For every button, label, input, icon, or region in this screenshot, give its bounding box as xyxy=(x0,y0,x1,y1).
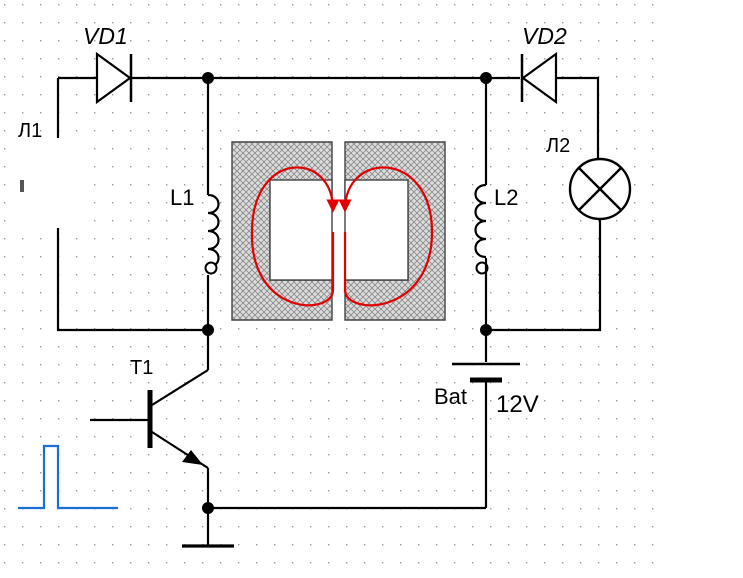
flux-loop-left xyxy=(250,166,340,307)
inductor-icon xyxy=(474,183,487,259)
lamp-l1-tick xyxy=(20,180,24,192)
vd1-label: VD1 xyxy=(83,23,128,49)
transistor-t1-label: T1 xyxy=(130,357,153,379)
lamp-l2-label: Л2 xyxy=(546,135,570,157)
pulse-icon xyxy=(18,444,118,510)
lamp-l1-occluder xyxy=(20,138,86,228)
battery-bat: Bat 12V xyxy=(434,362,539,508)
diode-icon xyxy=(95,51,133,105)
lamp-l1-branch: Л1 xyxy=(18,78,208,332)
lamp-l2: Л2 xyxy=(486,135,632,332)
coil-l1: L1 xyxy=(170,78,220,370)
battery-voltage-label: 12V xyxy=(496,391,539,418)
diode-vd1: VD1 xyxy=(83,23,133,105)
magnetic-flux xyxy=(250,166,434,307)
junction-dots xyxy=(202,72,492,514)
coil-l1-label: L1 xyxy=(170,185,194,210)
lamp-l1-label: Л1 xyxy=(18,120,42,142)
diode-icon xyxy=(520,51,558,105)
coil-l2-label: L2 xyxy=(494,185,518,210)
coil-l1-start-dot xyxy=(204,261,218,275)
coil-l2: L2 xyxy=(474,78,518,362)
diode-vd2: VD2 xyxy=(520,23,567,105)
inductor-icon xyxy=(207,193,220,269)
lamp-icon xyxy=(568,157,632,221)
vd2-label: VD2 xyxy=(522,23,567,49)
flux-loop-right xyxy=(338,166,434,307)
coil-l2-start-dot xyxy=(475,261,489,275)
battery-label: Bat xyxy=(434,384,467,409)
npn-transistor-icon xyxy=(90,369,209,469)
top-rail xyxy=(58,76,600,160)
transistor-t1: T1 xyxy=(90,357,210,545)
